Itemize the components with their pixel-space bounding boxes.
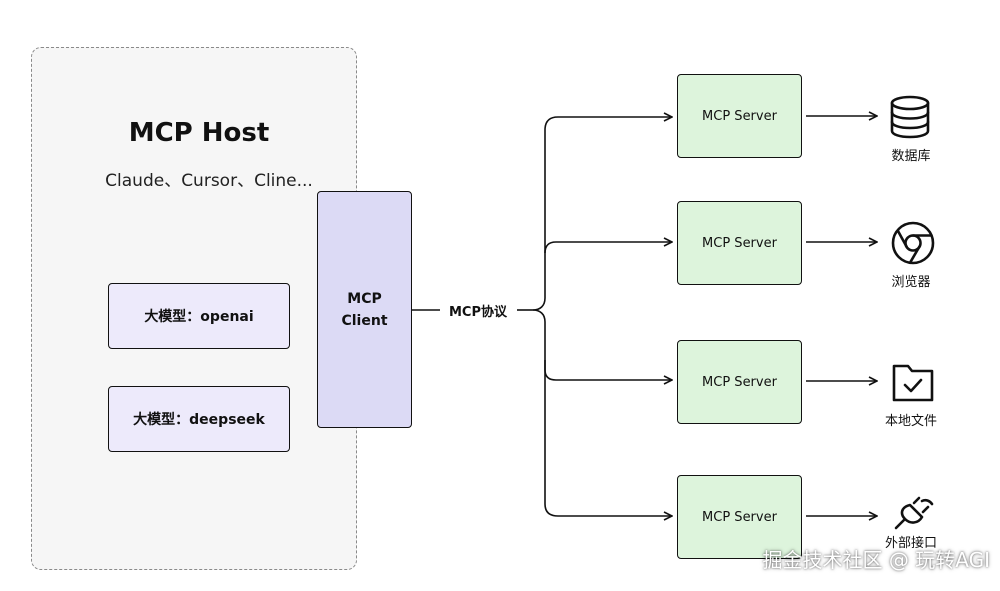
resource-label-external-api: 外部接口: [884, 536, 937, 551]
mcp-host-subtitle: Claude、Cursor、Cline...: [105, 171, 313, 191]
mcp-server-box-4: MCP Server: [677, 475, 802, 559]
branch-to-server-3: [532, 309, 672, 380]
resource-label-browser: 浏览器: [891, 275, 931, 290]
branch-to-server-1: [532, 117, 672, 311]
resource-label-database: 数据库: [891, 149, 931, 164]
chrome-browser-icon: [891, 221, 935, 265]
branch-to-server-2: [544, 242, 672, 254]
folder-check-icon: [892, 364, 934, 402]
mcp-client-label-line2: Client: [341, 312, 388, 329]
mcp-host-title: MCP Host: [128, 118, 270, 148]
resource-label-local-files: 本地文件: [884, 414, 937, 429]
model-box-deepseek: 大模型：deepseek: [108, 386, 290, 452]
database-icon: [890, 95, 930, 139]
plug-icon: [894, 496, 934, 530]
mcp-server-box-1: MCP Server: [677, 74, 802, 158]
mcp-client-box: MCP Client: [317, 191, 412, 428]
branch-to-server-4: [544, 360, 672, 516]
watermark-text: 掘金技术社区 @ 玩转AGI: [762, 548, 990, 572]
mcp-server-box-2: MCP Server: [677, 201, 802, 285]
mcp-client-label-line1: MCP: [347, 290, 382, 307]
mcp-server-box-3: MCP Server: [677, 340, 802, 424]
model-box-openai: 大模型：openai: [108, 283, 290, 349]
mcp-protocol-label: MCP协议: [443, 301, 513, 320]
